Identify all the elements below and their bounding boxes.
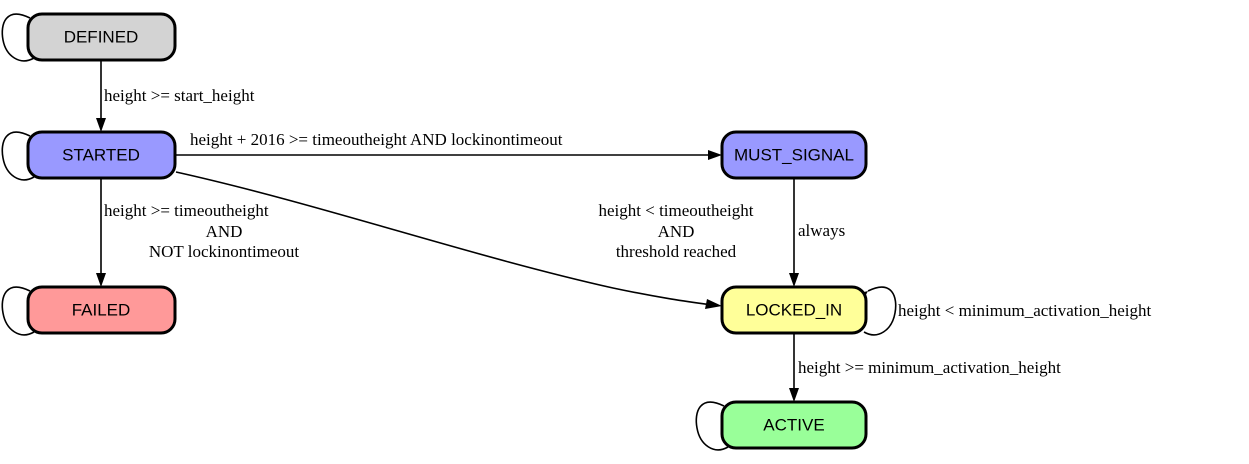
state-node-must-signal-box[interactable] bbox=[720, 130, 868, 180]
state-node-defined-label: DEFINED bbox=[64, 27, 139, 46]
state-node-active[interactable]: ACTIVE bbox=[720, 400, 868, 450]
state-node-failed[interactable]: FAILED bbox=[26, 285, 177, 335]
state-node-failed-box[interactable] bbox=[26, 285, 177, 335]
state-node-locked-in[interactable]: LOCKED_IN bbox=[720, 285, 868, 335]
edge-mustsignal-to-lockedin: always bbox=[789, 178, 845, 287]
state-node-locked-in-label: LOCKED_IN bbox=[746, 300, 842, 319]
state-node-started[interactable]: STARTED bbox=[26, 130, 177, 180]
state-node-must-signal[interactable]: MUST_SIGNAL bbox=[720, 130, 868, 180]
edge-started-to-failed-label-line3: NOT lockinontimeout bbox=[149, 242, 300, 261]
edge-defined-to-started-arrowhead bbox=[96, 118, 106, 132]
edge-started-to-mustsignal-label: height + 2016 >= timeoutheight AND locki… bbox=[190, 130, 563, 149]
edge-started-to-failed-arrowhead bbox=[96, 273, 106, 287]
edge-defined-to-started-label: height >= start_height bbox=[104, 86, 255, 105]
edge-started-to-lockedin: height < timeoutheight AND threshold rea… bbox=[175, 171, 754, 309]
edge-started-to-failed-label-line2: AND bbox=[206, 222, 243, 241]
edge-lockedin-to-active: height >= minimum_activation_height bbox=[789, 333, 1061, 402]
state-node-locked-in-box[interactable] bbox=[720, 285, 868, 335]
edge-started-to-failed-label-line1: height >= timeoutheight bbox=[104, 201, 269, 220]
edge-started-to-lockedin-arrowhead bbox=[705, 299, 722, 309]
edge-lockedin-to-active-label: height >= minimum_activation_height bbox=[798, 358, 1061, 377]
edge-defined-to-started: height >= start_height bbox=[96, 60, 255, 132]
state-node-active-label: ACTIVE bbox=[763, 415, 824, 434]
state-node-failed-label: FAILED bbox=[72, 300, 131, 319]
state-node-started-box[interactable] bbox=[26, 130, 177, 180]
lockedin-self-loop: height < minimum_activation_height bbox=[852, 286, 1151, 336]
state-node-started-label: STARTED bbox=[62, 145, 140, 164]
state-node-defined[interactable]: DEFINED bbox=[26, 12, 177, 62]
state-node-active-box[interactable] bbox=[720, 400, 868, 450]
edge-started-to-lockedin-label-line3: threshold reached bbox=[616, 242, 737, 261]
lockedin-self-loop-label: height < minimum_activation_height bbox=[898, 301, 1151, 320]
edge-started-to-lockedin-label-line1: height < timeoutheight bbox=[598, 201, 753, 220]
edge-mustsignal-to-lockedin-label: always bbox=[798, 221, 845, 240]
state-node-defined-box[interactable] bbox=[26, 12, 177, 62]
edge-mustsignal-to-lockedin-arrowhead bbox=[789, 273, 799, 287]
edge-started-to-mustsignal: height + 2016 >= timeoutheight AND locki… bbox=[175, 130, 722, 160]
edge-started-to-lockedin-label-line2: AND bbox=[658, 222, 695, 241]
state-node-must-signal-label: MUST_SIGNAL bbox=[734, 145, 854, 164]
edge-started-to-mustsignal-arrowhead bbox=[708, 150, 722, 160]
edge-started-to-failed: height >= timeoutheight AND NOT lockinon… bbox=[96, 178, 299, 287]
edge-lockedin-to-active-arrowhead bbox=[789, 388, 799, 402]
